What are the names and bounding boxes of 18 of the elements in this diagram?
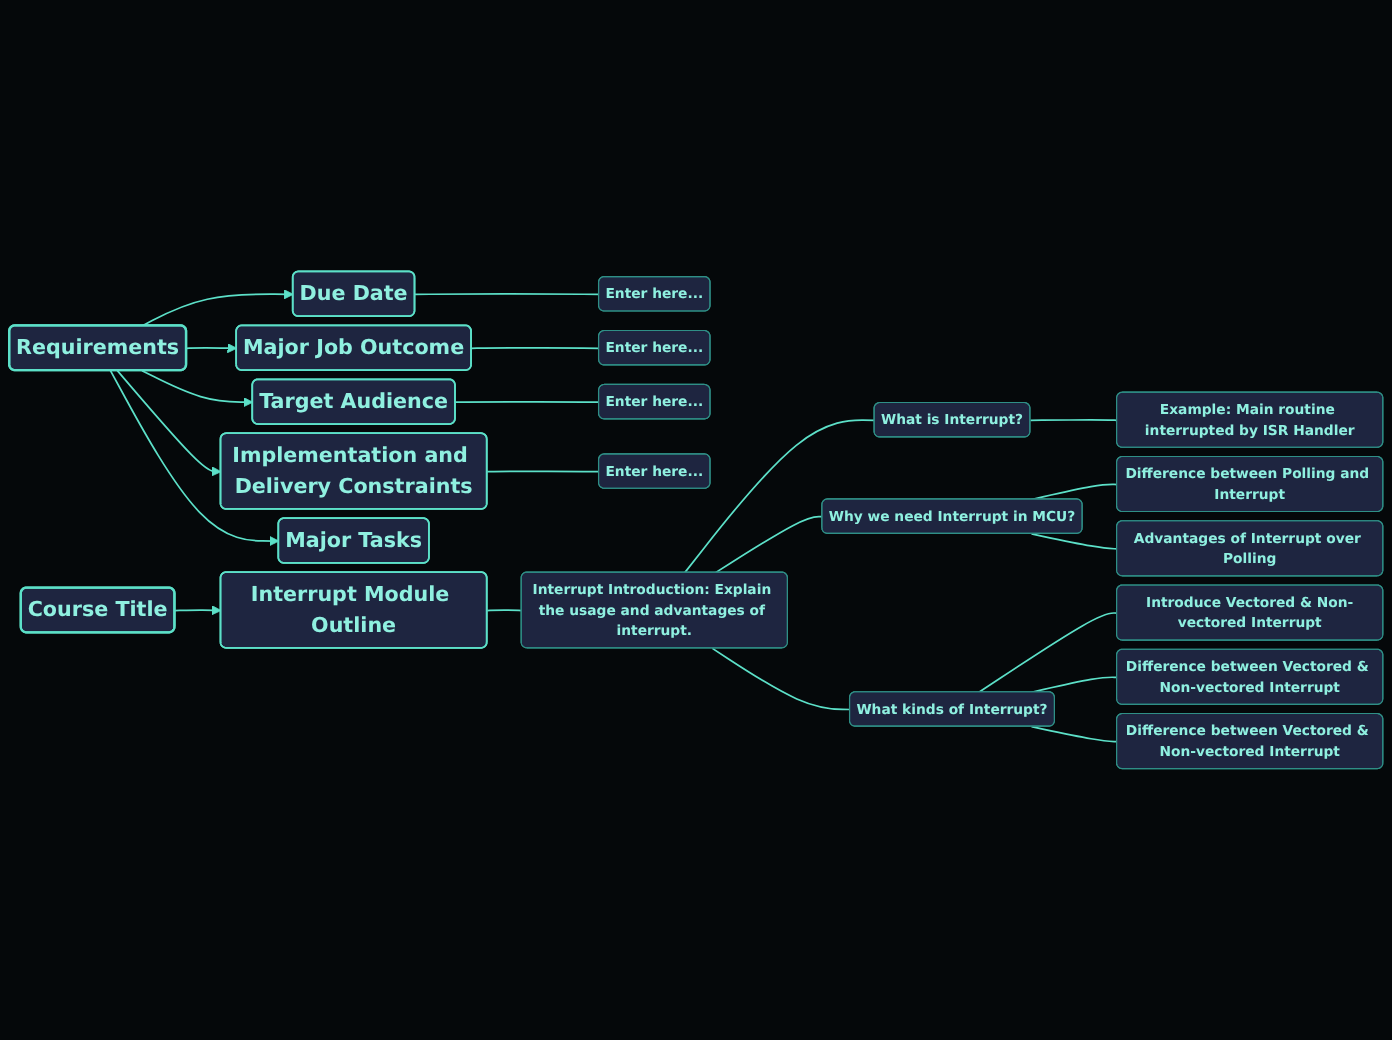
connector xyxy=(486,470,600,473)
arrow xyxy=(141,289,294,327)
arrow xyxy=(116,369,222,477)
connector xyxy=(1030,725,1118,743)
connector xyxy=(978,612,1118,694)
arrow xyxy=(174,605,222,616)
arrow xyxy=(109,369,280,547)
connector xyxy=(470,347,600,350)
connector xyxy=(414,293,600,296)
connector xyxy=(454,400,600,404)
connector xyxy=(486,609,523,612)
connector xyxy=(1030,533,1118,550)
connector xyxy=(1029,419,1118,422)
arrow xyxy=(141,369,254,408)
arrow xyxy=(185,343,238,354)
connector xyxy=(711,647,851,711)
connector xyxy=(714,515,824,574)
connector xyxy=(683,419,876,574)
